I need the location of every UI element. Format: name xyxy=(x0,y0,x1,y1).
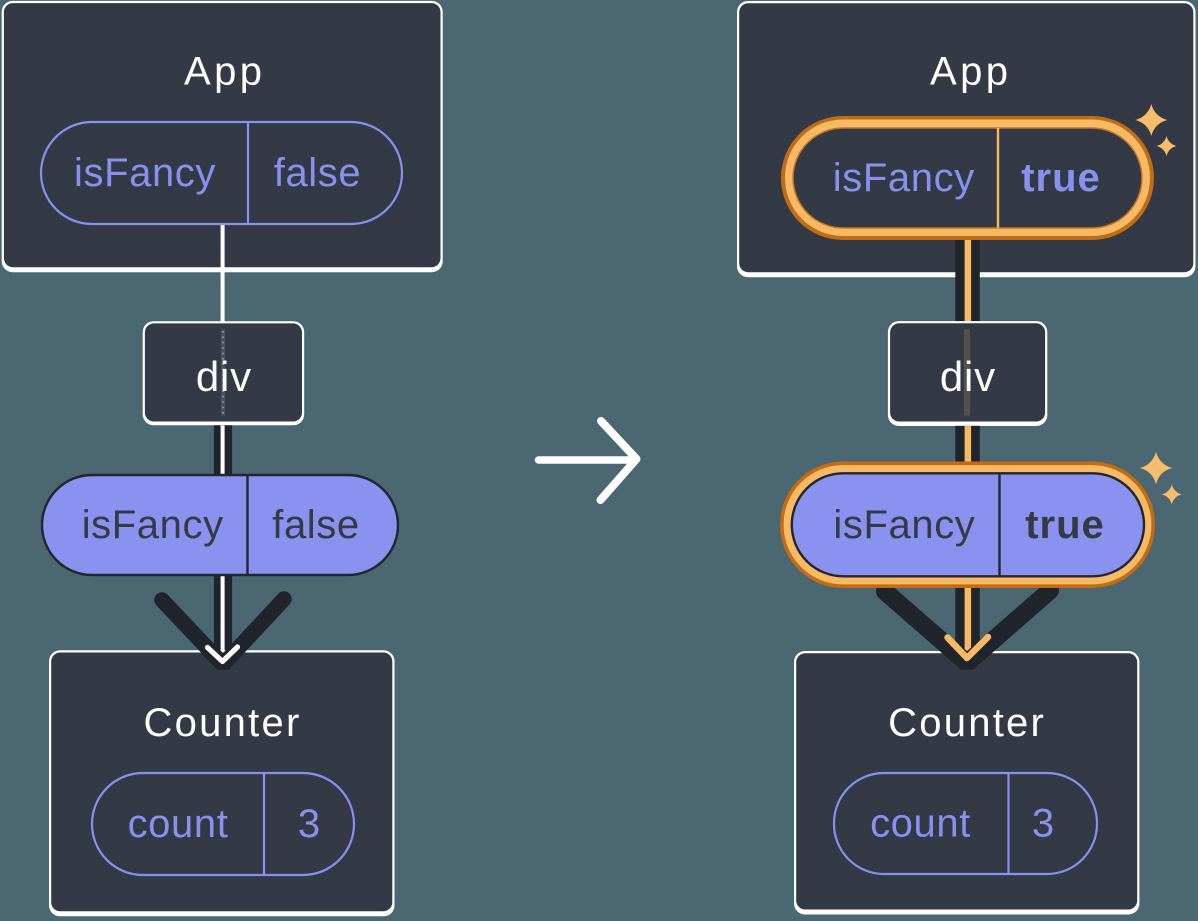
svg-text:false: false xyxy=(274,151,362,195)
svg-text:Counter: Counter xyxy=(888,701,1046,745)
svg-text:count: count xyxy=(128,802,229,846)
svg-text:3: 3 xyxy=(298,802,320,846)
svg-text:isFancy: isFancy xyxy=(74,151,216,195)
svg-text:App: App xyxy=(184,50,265,94)
svg-text:Counter: Counter xyxy=(143,701,301,745)
svg-text:false: false xyxy=(272,503,360,547)
svg-text:true: true xyxy=(1021,156,1101,200)
svg-text:div: div xyxy=(196,353,252,400)
svg-text:div: div xyxy=(940,353,996,400)
svg-text:App: App xyxy=(930,50,1011,94)
svg-text:isFancy: isFancy xyxy=(82,503,224,547)
svg-text:isFancy: isFancy xyxy=(833,156,975,200)
svg-text:count: count xyxy=(870,802,971,846)
svg-text:3: 3 xyxy=(1032,802,1054,846)
svg-text:isFancy: isFancy xyxy=(833,503,975,547)
svg-text:true: true xyxy=(1025,503,1105,547)
